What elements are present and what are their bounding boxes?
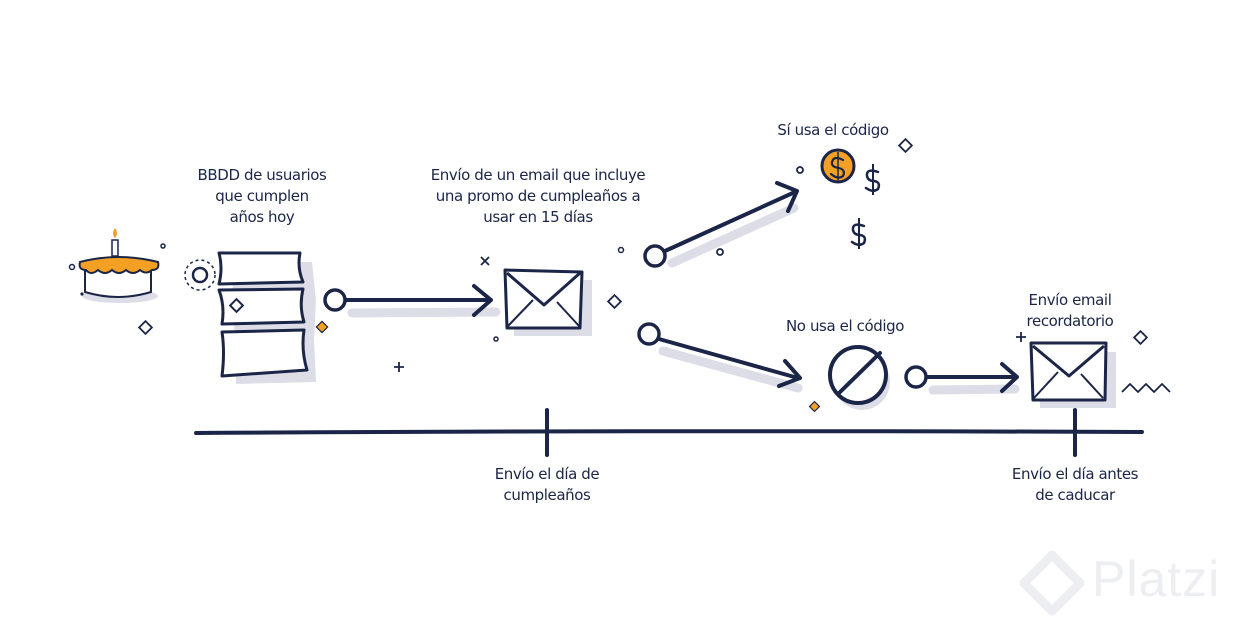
dollar-sign-icon xyxy=(864,164,881,195)
arrow-uses-code xyxy=(643,181,799,268)
database-stack-icon xyxy=(184,251,316,384)
decorative-sparkles xyxy=(137,319,404,372)
label-email-promo: Envío de un email que incluye una promo … xyxy=(430,166,646,226)
label-timeline-before-expire: Envío el día antes de caducar xyxy=(1011,465,1139,504)
arrow-to-email xyxy=(315,284,501,334)
prohibited-icon xyxy=(808,345,890,413)
label-bbdd-users: BBDD de usuarios que cumplen años hoy xyxy=(197,166,327,226)
birthday-cake-icon xyxy=(68,228,166,303)
arrow-to-reminder xyxy=(904,362,1020,395)
label-reminder-email: Envío email recordatorio xyxy=(1026,291,1114,330)
label-not-uses-code: No usa el código xyxy=(785,317,905,335)
envelope-icon xyxy=(480,246,625,342)
platzi-logo-icon xyxy=(1019,550,1085,616)
coin-dollar-icon xyxy=(796,137,914,184)
dollar-sign-icon xyxy=(850,218,867,249)
timeline xyxy=(194,408,1144,457)
arrow-not-uses-code xyxy=(637,322,803,393)
label-uses-code: Sí usa el código xyxy=(777,121,889,139)
platzi-watermark: Platzi xyxy=(1092,551,1221,607)
envelope-icon xyxy=(1016,329,1171,408)
label-timeline-birthday: Envío el día de cumpleaños xyxy=(494,465,600,504)
